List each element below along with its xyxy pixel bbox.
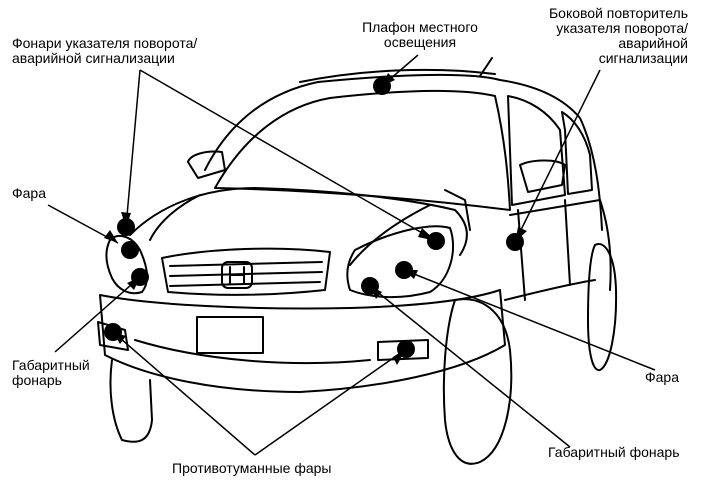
- mirror-left: [187, 150, 226, 179]
- label-fog-lights: Противотуманные фары: [172, 460, 332, 476]
- label-headlight-left: Фара: [12, 185, 47, 201]
- hood-crease-left: [149, 194, 201, 241]
- honda-logo: [229, 266, 245, 284]
- headlight-right-housing: [346, 225, 455, 299]
- hood-crease-right: [349, 204, 431, 266]
- label-side-repeater: Боковой повторитель указателя поворота/ …: [548, 5, 688, 66]
- headlight-left-housing: [105, 234, 148, 295]
- wheel-front-left: [109, 359, 153, 443]
- dot-fog-left: [104, 323, 122, 341]
- side-window-front: [507, 95, 566, 206]
- label-parking-light-right: Габаритный фонарь: [548, 444, 680, 460]
- grille: [161, 247, 331, 296]
- dot-headlight-left: [121, 241, 139, 259]
- wiper: [444, 189, 471, 231]
- side-sill: [504, 279, 596, 301]
- dot-parking-left: [131, 268, 149, 286]
- leader-parking-right: [369, 285, 571, 448]
- dot-parking-right: [361, 277, 379, 295]
- label-interior-light: Плафон местного освещения: [362, 19, 478, 50]
- leader-fog-1: [112, 331, 256, 456]
- label-headlight-right: Фара: [645, 369, 680, 385]
- front-bumper: [99, 289, 506, 393]
- windshield: [214, 89, 511, 211]
- dot-turn-signal-right: [427, 232, 445, 250]
- side-body: [509, 199, 612, 291]
- door-line: [517, 199, 571, 301]
- fog-light-right-housing: [377, 339, 429, 361]
- leader-turn-signals-1: [125, 69, 141, 228]
- label-parking-light-left: Габаритный фонарь: [12, 357, 90, 388]
- dot-headlight-right: [395, 261, 413, 279]
- wheel-rear-right: [587, 243, 618, 371]
- mirror-right: [519, 159, 566, 193]
- dot-turn-signal-left: [117, 218, 135, 236]
- roof-rail: [299, 68, 496, 83]
- dot-interior-light: [373, 77, 391, 95]
- dot-side-repeater: [506, 233, 524, 251]
- license-plate: [196, 316, 264, 354]
- label-turn-signals: Фонари указателя поворота/ аварийной сиг…: [12, 35, 198, 66]
- hood: [129, 187, 468, 256]
- honda-logo-frame: [221, 261, 253, 289]
- wheel-front-right: [442, 298, 513, 465]
- leader-side-repeater: [514, 69, 601, 243]
- leader-turn-signals-2: [139, 69, 437, 242]
- antenna: [479, 57, 493, 77]
- dot-fog-right: [397, 340, 415, 358]
- car-roof-outline: [204, 73, 603, 231]
- side-window-rear: [561, 111, 593, 195]
- leader-fog-2: [254, 348, 407, 456]
- leader-parking-left: [54, 276, 141, 353]
- leader-headlight-right: [403, 269, 656, 371]
